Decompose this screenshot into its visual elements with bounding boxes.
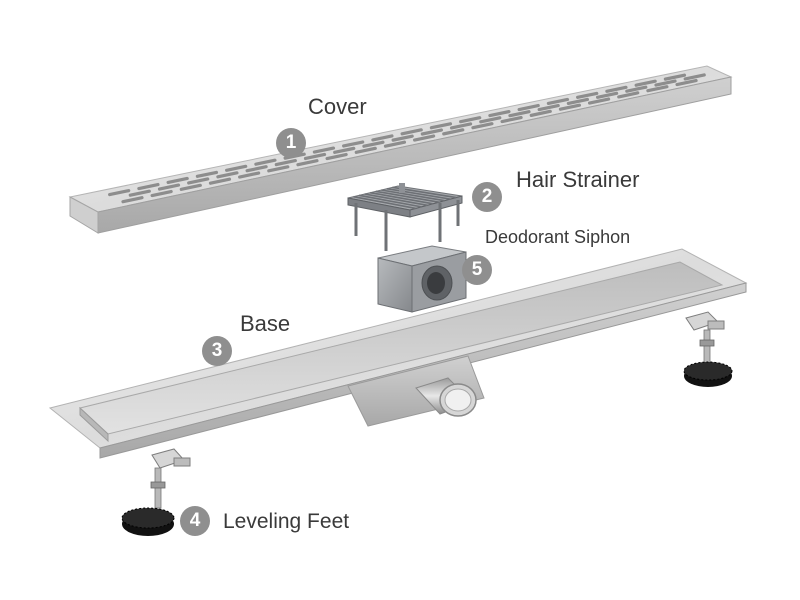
cover-slot: [150, 189, 173, 198]
cover-slot: [179, 183, 202, 191]
base-label: Base: [240, 311, 291, 336]
base-drain-pipe-inner: [444, 388, 472, 412]
cover-number-badge: 1: [276, 128, 306, 158]
siphon-front: [377, 257, 413, 313]
base-channel-wall: [79, 406, 109, 443]
cover-slot: [400, 128, 423, 136]
strainer-bar: [386, 187, 451, 200]
foot-bracket-wing: [707, 320, 725, 330]
cover-slot: [576, 91, 599, 99]
cover-slot: [166, 176, 189, 185]
cover-slot: [529, 109, 552, 117]
cover-slot: [121, 196, 144, 204]
cover-slot: [595, 91, 619, 99]
cover-slot: [429, 122, 453, 130]
hair-strainer-part: [347, 183, 463, 251]
hair-strainer-number-badge: 2: [472, 182, 502, 212]
cover-slot: [634, 79, 657, 87]
siphon-outlet-hole: [427, 272, 445, 294]
cover-slot: [342, 140, 365, 148]
cover-slot: [654, 79, 677, 87]
cover-slot: [254, 158, 277, 166]
leveling-feet-label: Leveling Feet: [223, 510, 350, 533]
leveling-foot-right: [683, 311, 733, 387]
strainer-bar: [358, 194, 422, 208]
cover-slot: [303, 152, 327, 161]
cover-slot: [216, 171, 239, 179]
strainer-bar: [353, 195, 416, 210]
cover-slot: [558, 103, 582, 111]
strainer-bar: [375, 190, 440, 204]
cover-slot: [108, 189, 131, 197]
cover-slot: [187, 177, 210, 185]
cover-slot: [157, 183, 181, 191]
strainer-bar: [381, 189, 445, 202]
strainer-bar: [370, 191, 434, 205]
cover-slot: [208, 177, 232, 185]
cover-slot: [362, 140, 385, 148]
cover-slot: [333, 146, 356, 154]
cover-slot: [449, 122, 473, 130]
cover-slot: [566, 97, 590, 105]
cover-slot: [675, 78, 698, 87]
cover-slot: [274, 159, 297, 167]
cover-slot: [471, 122, 494, 130]
cover-slot: [605, 85, 628, 93]
cover-slot: [663, 73, 687, 81]
cover-slot: [442, 128, 465, 136]
cover-slot: [537, 103, 560, 112]
deodorant-siphon-part: [377, 245, 467, 313]
foot-bracket-wing: [173, 457, 191, 467]
cover-slot: [500, 115, 523, 124]
cover-slot: [459, 116, 482, 124]
cover-slot: [296, 159, 319, 167]
cover-slot: [617, 91, 640, 99]
cover-slot: [383, 140, 407, 148]
cover-slot: [267, 165, 290, 173]
cover-slot: [354, 146, 377, 154]
cover-slot: [371, 134, 394, 142]
foot-pad-top: [683, 361, 733, 381]
cover-slot: [391, 134, 414, 142]
base-part: [48, 248, 748, 459]
foot-pad-top: [121, 507, 175, 529]
cover-slot: [488, 110, 511, 118]
cover-slot: [128, 189, 151, 197]
cover-slot: [646, 85, 669, 93]
cover-slot: [683, 73, 706, 81]
deodorant-siphon-number-badge: 5: [462, 255, 492, 285]
deodorant-siphon-label: Deodorant Siphon: [485, 227, 631, 247]
cover-slot: [508, 110, 531, 118]
cover-slot: [225, 164, 248, 172]
foot-nut: [699, 339, 715, 347]
cover-slot: [517, 103, 540, 112]
cover-slot: [546, 97, 570, 106]
cover-slot: [137, 182, 160, 191]
cover-end-edge: [69, 196, 99, 234]
cover-slot: [412, 134, 436, 142]
hair-strainer-label: Hair Strainer: [516, 167, 640, 192]
cover-slot: [479, 116, 502, 124]
cover-slot: [245, 165, 268, 173]
cover-slot: [312, 146, 336, 154]
strainer-bar: [364, 193, 428, 207]
cover-slot: [625, 85, 648, 93]
cover-slot: [195, 170, 219, 178]
leveling-foot-left: [121, 448, 191, 536]
foot-nut: [150, 481, 166, 489]
cover-slot: [420, 128, 443, 136]
cover-label: Cover: [308, 94, 367, 119]
strainer-handle: [399, 183, 405, 193]
base-drain-box: [347, 355, 485, 427]
base-number-badge: 3: [202, 336, 232, 366]
foot-screw: [703, 329, 711, 365]
cover-slot: [238, 171, 261, 179]
cover-slot: [587, 97, 611, 105]
leveling-feet-number-badge: 4: [180, 506, 210, 536]
cover-slot: [325, 152, 348, 161]
